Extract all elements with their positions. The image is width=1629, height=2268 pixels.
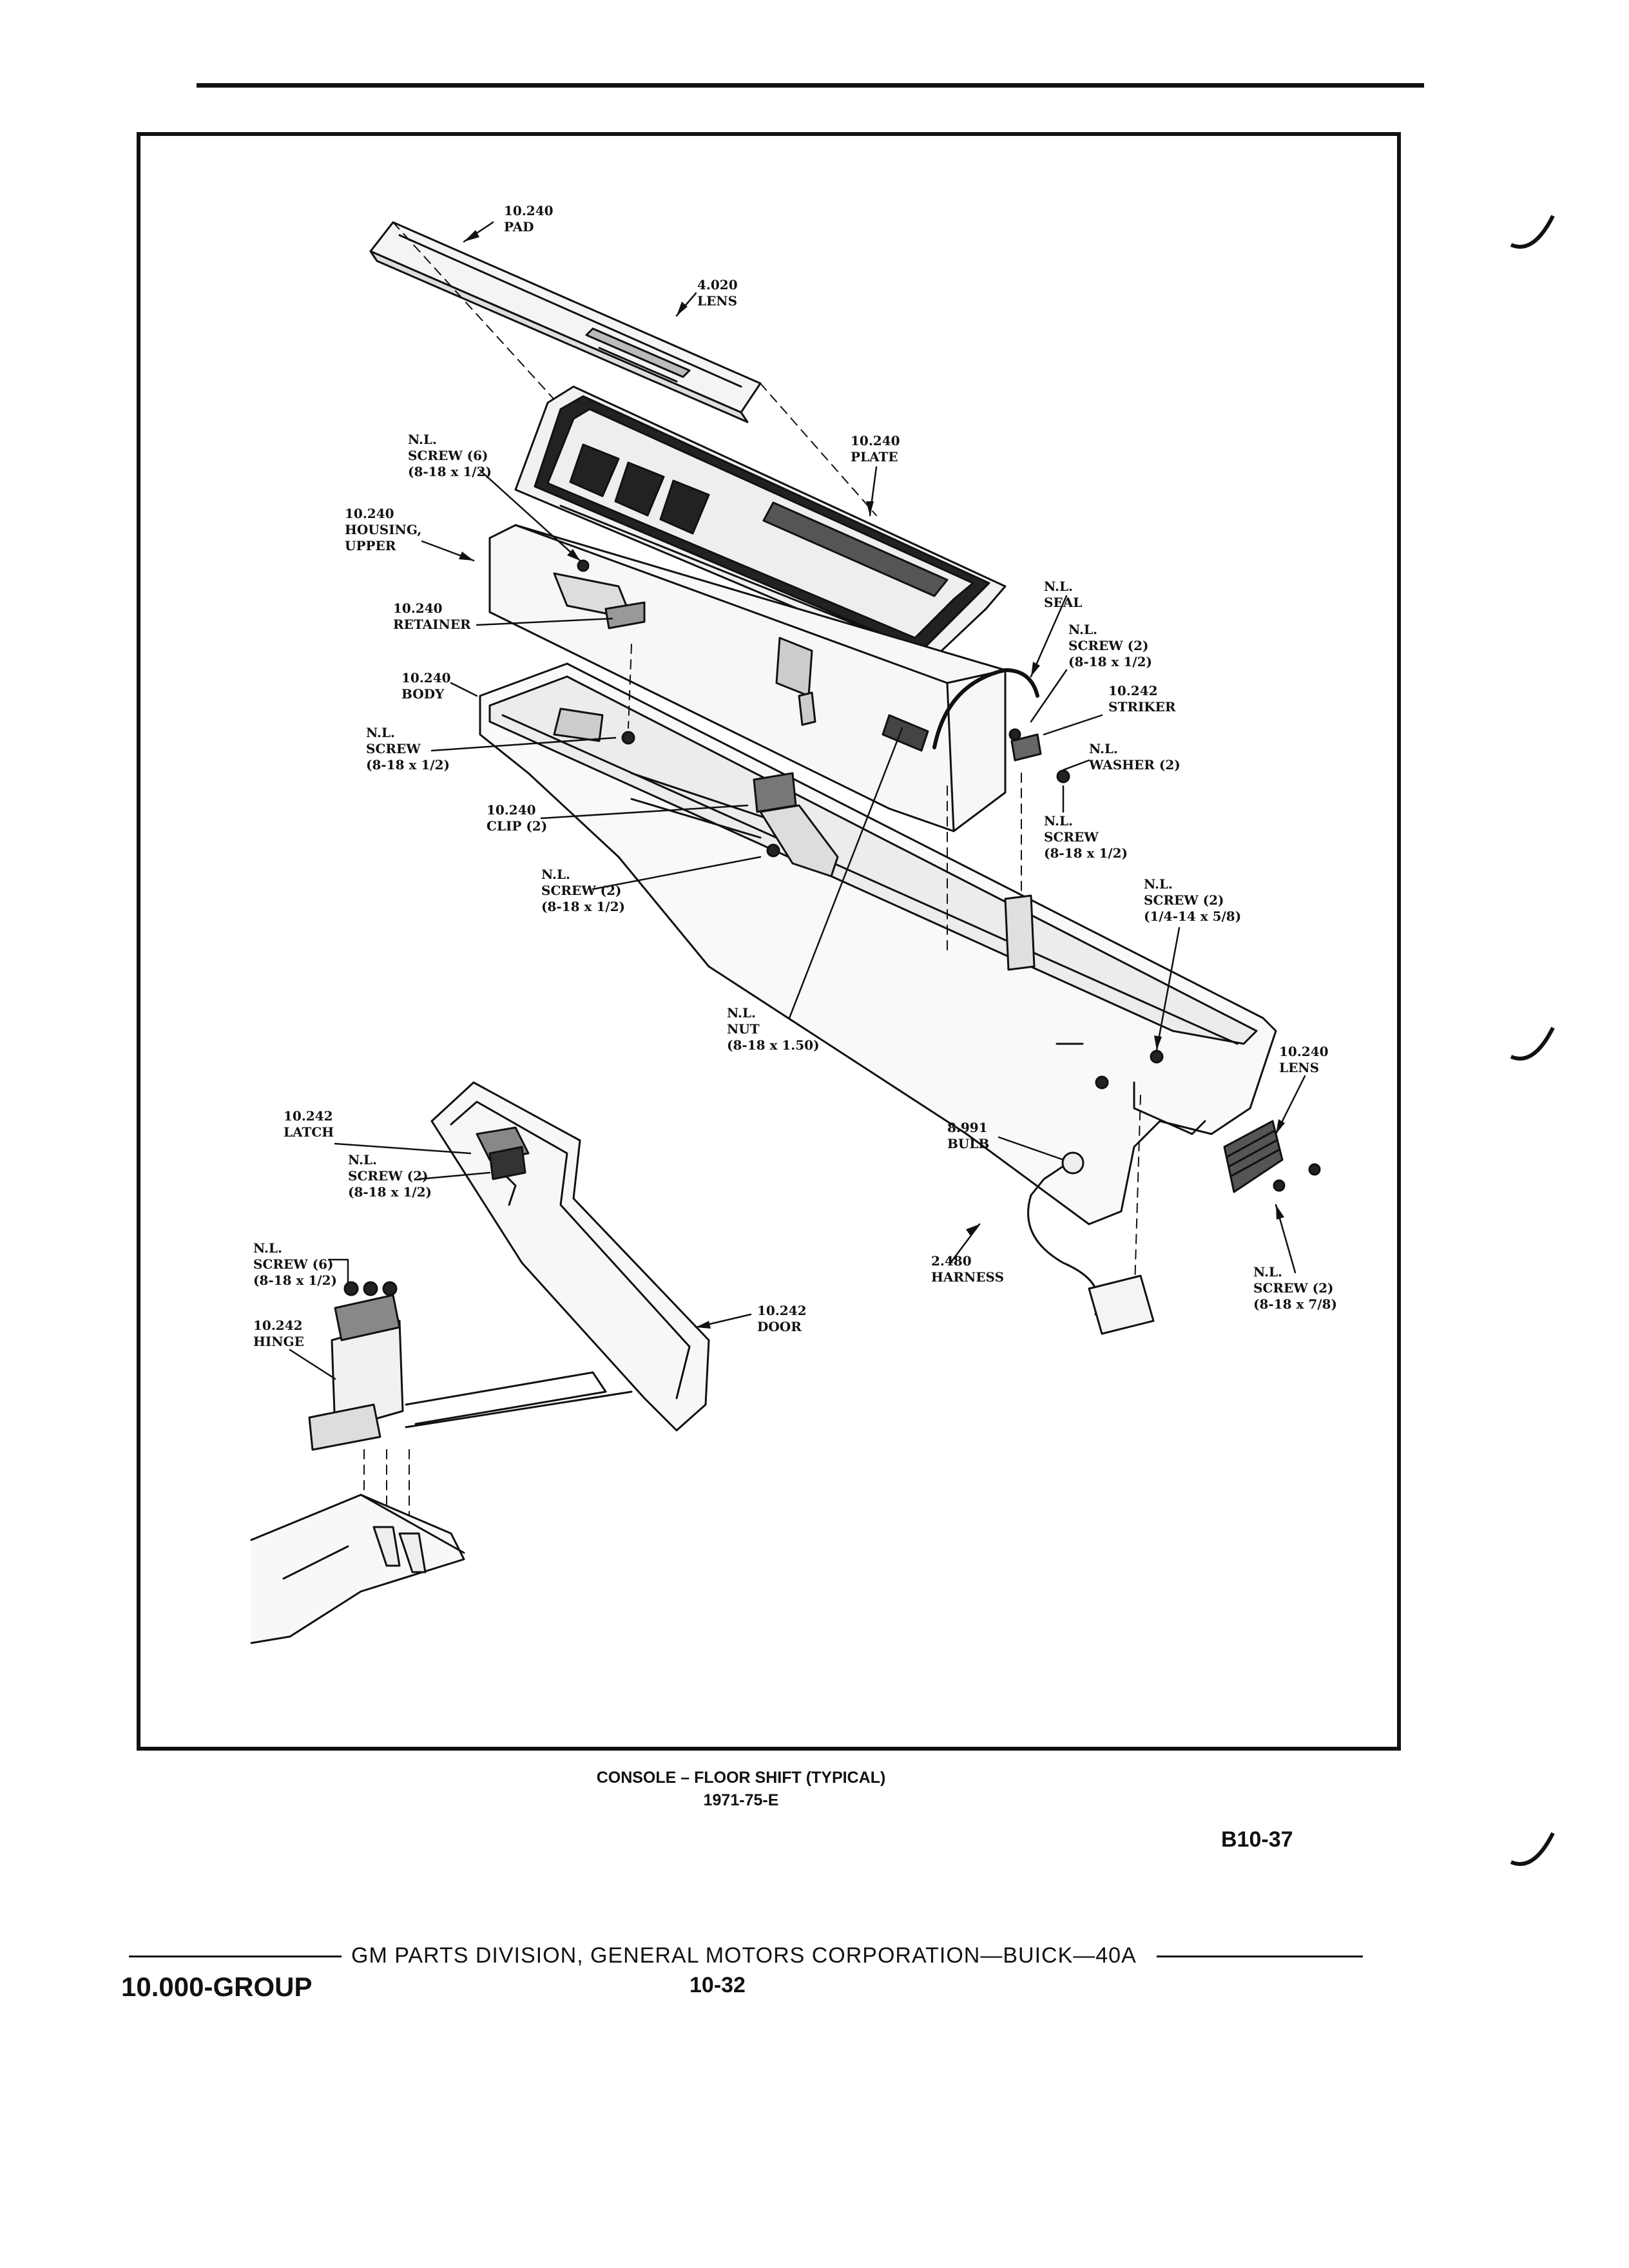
footer-rule-left — [129, 1956, 342, 1957]
body-part — [479, 662, 1277, 1225]
label-screw2-quarter: N.L. SCREW (2) (1/4-14 x 5/8) — [1144, 876, 1242, 924]
clip-parts — [753, 772, 839, 878]
label-screw-body: N.L. SCREW (8-18 x 1/2) — [366, 725, 450, 773]
label-screw2-latch: N.L. SCREW (2) (8-18 x 1/2) — [348, 1152, 432, 1200]
figure-id: B10-37 — [1221, 1827, 1293, 1852]
striker-part — [1010, 733, 1042, 762]
label-seal: N.L. SEAL — [1044, 579, 1083, 610]
lens-rear-part — [1223, 1120, 1284, 1193]
lens-top-part — [585, 327, 691, 383]
footer-rule-right — [1157, 1956, 1363, 1957]
label-screw6-top: N.L. SCREW (6) (8-18 x 1/2) — [408, 432, 492, 479]
label-nut: N.L. NUT (8-18 x 1.50) — [727, 1005, 820, 1053]
footer-group: 10.000-GROUP — [121, 1972, 313, 2002]
top-rule — [197, 83, 1424, 88]
label-housing-upper: 10.240 HOUSING, UPPER — [345, 506, 422, 553]
label-clip: 10.240 CLIP (2) — [487, 802, 548, 834]
label-washer: N.L. WASHER (2) — [1089, 741, 1181, 773]
label-screw2-rear: N.L. SCREW (2) (8-18 x 7/8) — [1253, 1264, 1337, 1312]
label-latch: 10.242 LATCH — [284, 1108, 334, 1140]
binder-mark-1 — [1510, 215, 1555, 249]
label-pad: 10.240 PAD — [504, 203, 554, 235]
latch-part — [488, 1146, 526, 1180]
page-number: 10-32 — [689, 1973, 746, 1997]
label-striker: 10.242 STRIKER — [1108, 683, 1176, 715]
plate-part — [514, 385, 1007, 665]
nut-part — [798, 691, 816, 726]
label-screw2-clip: N.L. SCREW (2) (8-18 x 1/2) — [541, 867, 625, 914]
diagram-caption-years: 1971-75-E — [703, 1791, 779, 1809]
binder-mark-2 — [1510, 1026, 1555, 1061]
label-harness: 2.480 HARNESS — [931, 1253, 1005, 1285]
hinge-screws — [343, 1281, 398, 1296]
binder-mark-3 — [1510, 1832, 1555, 1866]
label-plate: 10.240 PLATE — [851, 433, 900, 465]
label-hinge: 10.242 HINGE — [253, 1318, 304, 1349]
label-door: 10.242 DOOR — [757, 1303, 807, 1334]
label-screw6-hinge: N.L. SCREW (6) (8-18 x 1/2) — [253, 1240, 337, 1288]
diagram-frame — [137, 132, 1401, 1751]
footer-division: GM PARTS DIVISION, GENERAL MOTORS CORPOR… — [351, 1943, 1137, 1968]
bulb-harness-part — [1027, 1151, 1155, 1335]
diagram-caption-title: CONSOLE – FLOOR SHIFT (TYPICAL) — [596, 1769, 886, 1787]
door-part — [430, 1081, 710, 1432]
label-bulb: 8.991 BULB — [947, 1120, 990, 1151]
screw-markers — [577, 559, 1321, 1192]
label-lens-rear: 10.240 LENS — [1279, 1044, 1329, 1075]
hinge-part — [308, 1294, 404, 1451]
retainer-part — [604, 601, 646, 629]
console-base-fragment — [250, 1494, 465, 1644]
label-screw-washer: N.L. SCREW (8-18 x 1/2) — [1044, 813, 1128, 861]
label-body: 10.240 BODY — [401, 670, 451, 702]
label-screw2-seal: N.L. SCREW (2) (8-18 x 1/2) — [1068, 622, 1152, 669]
seal-part — [932, 668, 1039, 749]
label-lens-top: 4.020 LENS — [697, 277, 738, 309]
label-retainer: 10.240 RETAINER — [393, 601, 471, 632]
